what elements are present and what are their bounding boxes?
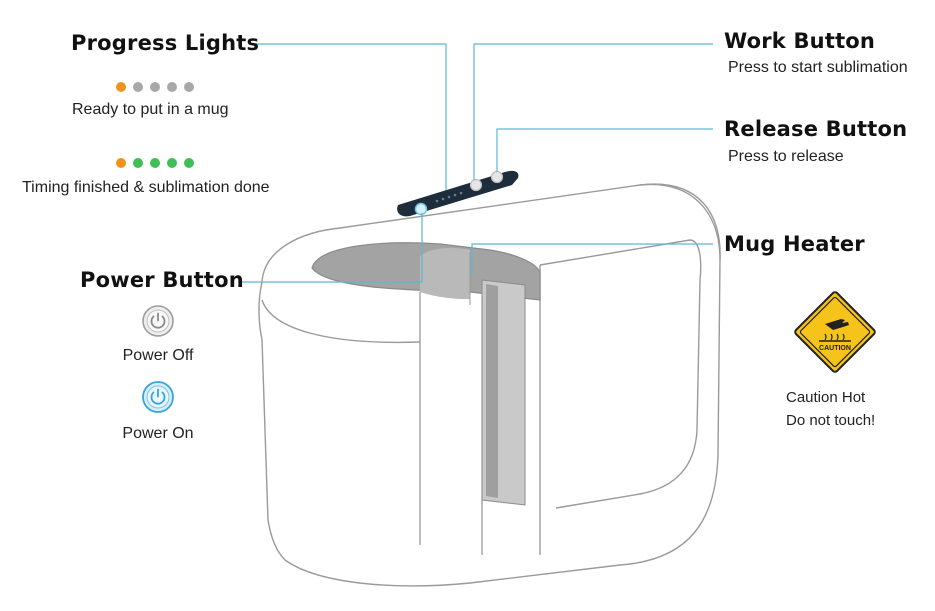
light-green-dot — [150, 158, 160, 168]
progress-lights-done-dots — [116, 158, 194, 168]
control-panel — [397, 170, 519, 217]
progress-lights-ready-dots — [116, 82, 194, 92]
light-green-dot — [167, 158, 177, 168]
leader-progress-lights — [256, 43, 447, 190]
leader-mug-heater — [471, 243, 713, 275]
power-on-icon — [142, 381, 174, 413]
hot-surface-warning-icon: CAUTION — [794, 291, 876, 373]
release-button-title: Release Button — [724, 117, 908, 141]
light-green-dot — [133, 158, 143, 168]
leader-lines — [242, 43, 713, 283]
power-off-label: Power Off — [122, 347, 194, 364]
release-button-desc: Press to release — [728, 148, 844, 165]
mug-heater-title: Mug Heater — [724, 232, 865, 256]
caution-line2: Do not touch! — [786, 412, 876, 429]
progress-lights-ready-desc: Ready to put in a mug — [72, 101, 229, 118]
power-on-label: Power On — [122, 425, 194, 442]
progress-lights-title: Progress Lights — [71, 31, 260, 55]
mug-cavity — [311, 242, 541, 560]
light-orange-dot — [116, 158, 126, 168]
caution-line1: Caution Hot — [786, 389, 866, 406]
light-orange-dot — [116, 82, 126, 92]
light-gray-dot — [167, 82, 177, 92]
light-gray-dot — [133, 82, 143, 92]
work-button-title: Work Button — [724, 29, 876, 53]
light-gray-dot — [150, 82, 160, 92]
leader-release-button — [496, 128, 713, 172]
work-button-desc: Press to start sublimation — [728, 59, 908, 76]
mug-press-device — [258, 183, 721, 587]
power-off-icon — [142, 305, 174, 337]
power-button-title: Power Button — [80, 268, 244, 292]
caution-sign-text: CAUTION — [819, 345, 851, 352]
light-green-dot — [184, 158, 194, 168]
leader-work-button — [473, 43, 713, 180]
progress-lights-done-desc: Timing finished & sublimation done — [22, 179, 270, 196]
light-gray-dot — [184, 82, 194, 92]
leader-power-button — [242, 213, 423, 283]
